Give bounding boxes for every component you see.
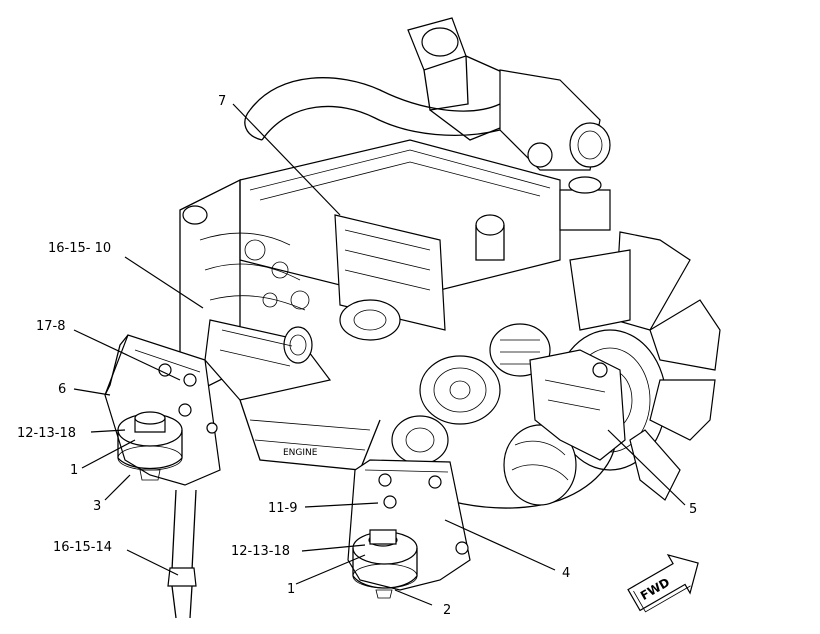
- engine-illustration: ENGINE: [179, 17, 721, 509]
- breather-hose: [167, 489, 197, 619]
- callout-4: 4: [562, 566, 570, 581]
- front-engine-mount-bracket: [529, 349, 626, 461]
- forward-direction-arrow: FWD: [627, 553, 699, 613]
- leader-lines: [73, 103, 686, 606]
- engine-label: ENGINE: [283, 448, 318, 458]
- callout-12-13-18-left: 12-13-18: [17, 426, 76, 441]
- left-engine-mount-bracket: [104, 334, 221, 486]
- callout-5: 5: [689, 502, 697, 517]
- callout-12-13-18-right: 12-13-18: [231, 544, 290, 559]
- callout-1-left: 1: [70, 463, 78, 478]
- callout-16-15-10: 16-15- 10: [48, 241, 111, 256]
- callout-6: 6: [58, 382, 66, 397]
- callout-2: 2: [443, 603, 451, 618]
- callout-11-9: 11-9: [268, 501, 298, 516]
- callout-labels: 7 16-15- 10 17-8 6 12-13-18 1 3 11-9 12-…: [17, 94, 697, 618]
- callout-7: 7: [218, 94, 226, 109]
- callout-17-8: 17-8: [36, 319, 66, 334]
- callout-16-15-14: 16-15-14: [53, 540, 112, 555]
- callout-3: 3: [93, 499, 101, 514]
- callout-1-right: 1: [287, 582, 295, 597]
- right-engine-mount-bracket: [347, 459, 471, 599]
